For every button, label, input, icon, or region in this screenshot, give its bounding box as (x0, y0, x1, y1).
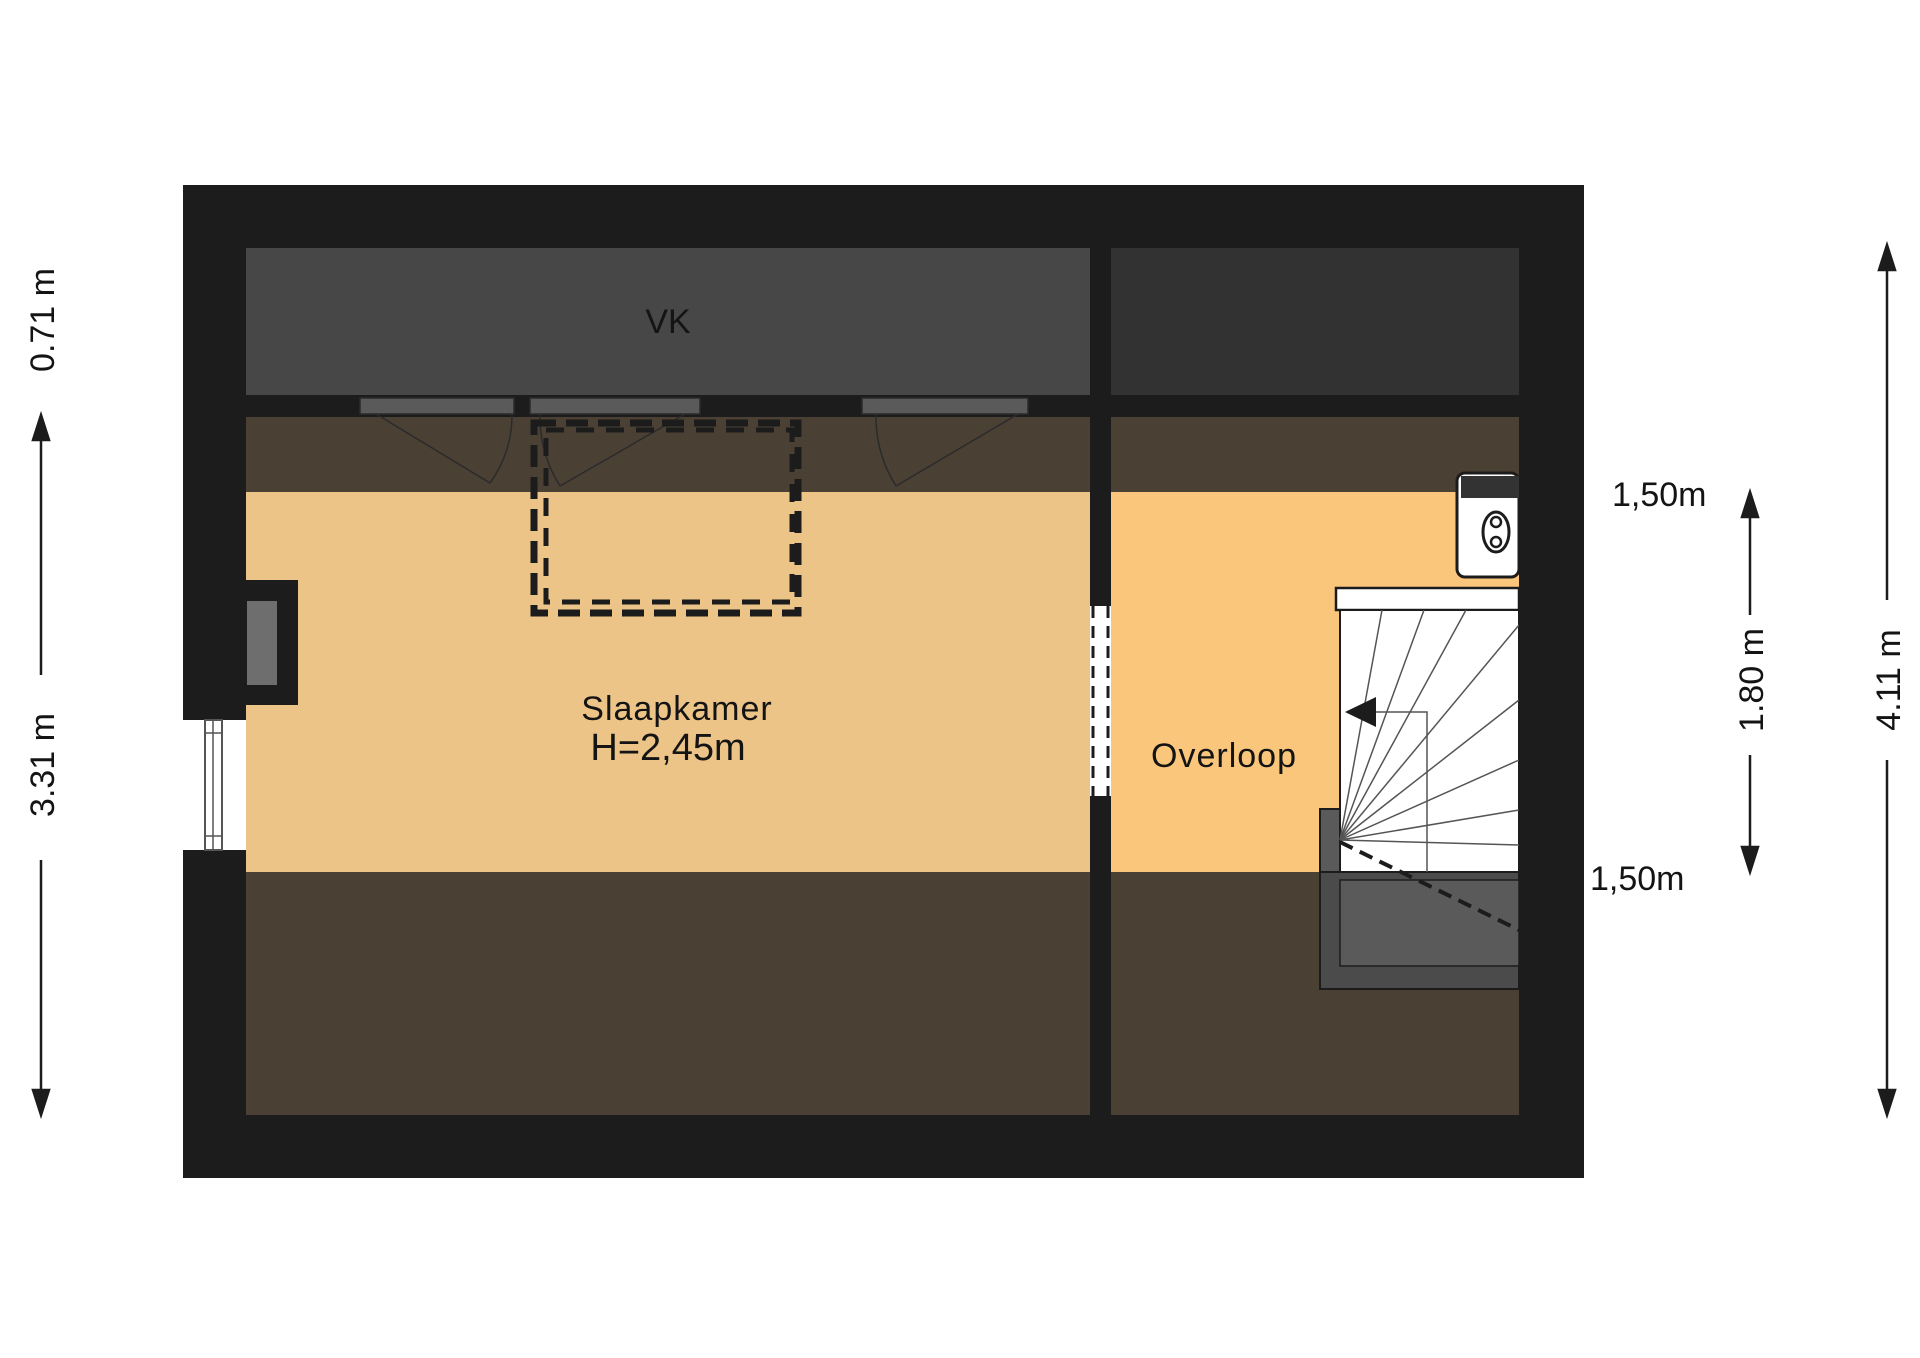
right-inner-dimension (1740, 487, 1760, 877)
dimension-right-outer-label: 4.11 m (1870, 629, 1908, 730)
dimension-left-top-label: 0.71 m (24, 268, 62, 372)
roof-window-outline (530, 419, 802, 617)
right-wall-low-part-bottom (1519, 872, 1584, 1178)
knee-wall-door-3 (861, 397, 1029, 487)
roof-window-outline-inner (543, 427, 795, 605)
dimension-right-inner-label: 1.80 m (1733, 628, 1771, 732)
right-outer-dimension (1877, 240, 1897, 1120)
boiler-unit (1455, 471, 1521, 579)
storage-label: VK (645, 303, 691, 341)
left-wall-segment-lower (183, 850, 246, 872)
staircase (1319, 586, 1521, 990)
knee-height-top-label: 1,50m (1612, 476, 1707, 514)
storage-zone-right (1111, 248, 1519, 395)
low-ceiling-zone-bottom-left (246, 872, 1090, 1115)
right-wall-low-part-top (1519, 248, 1584, 492)
dimension-left-bottom-label: 3.31 m (24, 713, 62, 817)
stair-direction-arrow (1345, 697, 1376, 727)
interior-door-opening (1090, 606, 1111, 796)
left-wall-segment-upper (183, 492, 246, 720)
left-window (204, 719, 223, 851)
bedroom-height-label: H=2,45m (590, 727, 745, 769)
radiator (247, 601, 277, 685)
knee-wall-door-1 (359, 397, 515, 484)
bedroom-label: Slaapkamer (581, 690, 772, 728)
left-dimension-top: 0.71 m (24, 268, 62, 372)
right-wall-high-part (1519, 492, 1584, 872)
storage-zone-left (246, 248, 1090, 395)
landing-label: Overloop (1151, 737, 1297, 775)
bedroom-floor (246, 492, 1090, 872)
knee-height-bottom-label: 1,50m (1590, 860, 1685, 898)
low-ceiling-zone-top-right (1111, 417, 1519, 492)
left-dimension-bottom (31, 410, 51, 1120)
